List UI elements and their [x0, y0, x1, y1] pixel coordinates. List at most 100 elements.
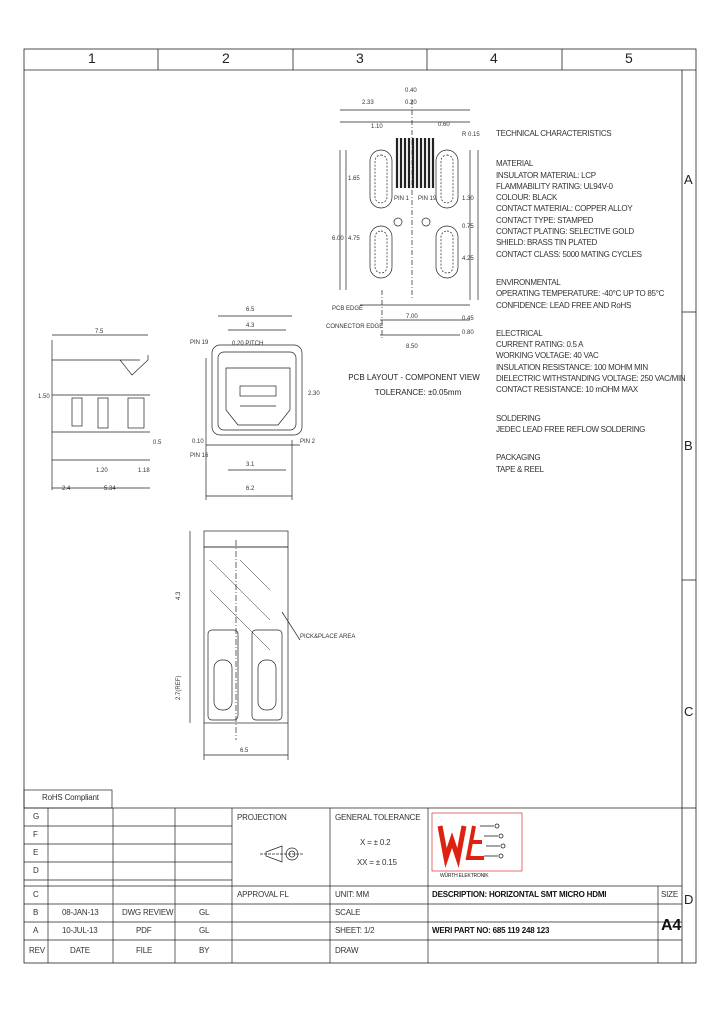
svg-text:0.40: 0.40: [405, 88, 417, 94]
pcb-layout-drawing: [339, 100, 479, 340]
logo-text: WÜRTH ELEKTRONIK: [440, 873, 489, 879]
svg-text:1.30: 1.30: [462, 196, 474, 202]
svg-text:7.00: 7.00: [406, 314, 418, 320]
rev-id: G: [33, 812, 40, 821]
svg-text:CONNECTOR EDGE: CONNECTOR EDGE: [326, 324, 383, 330]
spec-line: CONTACT PLATING: SELECTIVE GOLD: [496, 227, 634, 237]
pcb-tolerance: TOLERANCE: ±0.05mm: [375, 388, 462, 397]
rev-by: GL: [199, 908, 210, 917]
sheet-label: SHEET: 1/2: [335, 926, 375, 935]
draw-label: DRAW: [335, 946, 359, 955]
svg-text:0.20: 0.20: [405, 100, 417, 106]
svg-text:1.65: 1.65: [348, 176, 360, 182]
rev-date: 10-JUL-13: [62, 926, 98, 935]
rohs-label: RoHS Compliant: [42, 793, 99, 802]
rev-by: GL: [199, 926, 210, 935]
tech-title: TECHNICAL CHARACTERISTICS: [496, 129, 612, 138]
tech-section-material: MATERIAL INSULATOR MATERIAL: LCP FLAMMAB…: [496, 158, 711, 260]
svg-text:1.50: 1.50: [38, 394, 50, 400]
spec-line: OPERATING TEMPERATURE: -40°C UP TO 85°C: [496, 289, 665, 299]
svg-text:2.4: 2.4: [62, 486, 71, 492]
svg-text:PICK&PLACE AREA: PICK&PLACE AREA: [300, 634, 355, 640]
section-heading: ELECTRICAL: [496, 328, 543, 338]
spec-line: CONTACT MATERIAL: COPPER ALLOY: [496, 204, 633, 214]
spec-line: CONFIDENCE: LEAD FREE AND RoHS: [496, 300, 632, 310]
svg-text:6.00: 6.00: [332, 236, 344, 242]
svg-text:0.80: 0.80: [462, 330, 474, 336]
spec-line: CONTACT RESISTANCE: 10 mOHM MAX: [496, 385, 638, 395]
rev-date: 08-JAN-13: [62, 908, 99, 917]
size-value: A4: [661, 917, 682, 934]
svg-text:4.3: 4.3: [176, 591, 182, 600]
column-label: 2: [222, 50, 230, 66]
column-label: 5: [625, 50, 633, 66]
rev-id: D: [33, 866, 39, 875]
svg-text:5.34: 5.34: [104, 486, 116, 492]
front-view-labels: 6.5 4.3 3.1 6.2 2.30 0.20 PITCH PIN 19 P…: [190, 307, 320, 492]
row-label: C: [684, 704, 694, 719]
wurth-logo: [431, 812, 523, 872]
svg-text:PCB EDGE: PCB EDGE: [332, 306, 363, 312]
section-heading: SOLDERING: [496, 413, 541, 423]
svg-text:7.5: 7.5: [95, 329, 104, 335]
svg-text:0.45: 0.45: [462, 316, 474, 322]
tolerance-xx: XX = ± 0.15: [357, 858, 397, 867]
spec-line: CONTACT TYPE: STAMPED: [496, 215, 594, 225]
rev-id: F: [33, 830, 38, 839]
spec-line: WORKING VOLTAGE: 40 VAC: [496, 351, 599, 361]
spec-line: INSULATION RESISTANCE: 100 MOHM MIN: [496, 362, 648, 372]
part-number: WERI PART NO: 685 119 248 123: [432, 926, 550, 935]
svg-text:0.5: 0.5: [153, 440, 162, 446]
svg-text:PIN 19: PIN 19: [418, 196, 437, 202]
svg-text:6.5: 6.5: [246, 307, 255, 313]
svg-text:1.18: 1.18: [138, 468, 150, 474]
size-label: SIZE: [661, 890, 678, 899]
scale-label: SCALE: [335, 908, 361, 917]
svg-text:1.10: 1.10: [371, 124, 383, 130]
section-heading: ENVIRONMENTAL: [496, 277, 561, 287]
rev-file: PDF: [136, 926, 152, 935]
column-label: 3: [356, 50, 364, 66]
rev-id: B: [33, 908, 39, 917]
rev-id: C: [33, 890, 39, 899]
svg-text:6.5: 6.5: [240, 748, 249, 754]
rev-header-rev: REV: [29, 946, 45, 955]
svg-text:8.50: 8.50: [406, 344, 418, 350]
spec-line: CONTACT CLASS: 5000 MATING CYCLES: [496, 249, 642, 259]
side-view-drawing: [51, 334, 150, 490]
approval-label: APPROVAL FL: [237, 890, 289, 899]
spec-line: FLAMMABILITY RATING: UL94V-0: [496, 181, 613, 191]
svg-text:1.20: 1.20: [96, 468, 108, 474]
projection-label: PROJECTION: [237, 813, 287, 822]
svg-text:PIN 2: PIN 2: [300, 439, 316, 445]
rev-header-by: BY: [199, 946, 210, 955]
top-view-labels: 4.3 2.7(REF) 6.5 PICK&PLACE AREA: [176, 591, 355, 754]
tolerance-x: X = ± 0.2: [360, 838, 391, 847]
svg-text:2.30: 2.30: [308, 391, 320, 397]
tech-section-electrical: ELECTRICAL CURRENT RATING: 0.5 A WORKING…: [496, 328, 711, 396]
rev-header-file: FILE: [136, 946, 153, 955]
tech-section-packaging: PACKAGING TAPE & REEL: [496, 452, 711, 475]
svg-text:PIN 16: PIN 16: [190, 453, 209, 459]
projection-symbol: [260, 845, 304, 863]
svg-text:6.2: 6.2: [246, 486, 255, 492]
svg-text:4.75: 4.75: [348, 236, 360, 242]
svg-text:2.33: 2.33: [362, 100, 374, 106]
rev-id: E: [33, 848, 39, 857]
svg-text:3.1: 3.1: [246, 462, 255, 468]
column-label: 4: [490, 50, 498, 66]
spec-line: INSULATOR MATERIAL: LCP: [496, 170, 596, 180]
rev-header-date: DATE: [70, 946, 90, 955]
svg-text:2.7(REF): 2.7(REF): [176, 676, 182, 700]
spec-line: CURRENT RATING: 0.5 A: [496, 340, 584, 350]
svg-text:0.20 PITCH: 0.20 PITCH: [232, 341, 263, 347]
section-heading: PACKAGING: [496, 453, 541, 463]
spec-line: DIELECTRIC WITHSTANDING VOLTAGE: 250 VAC…: [496, 374, 686, 384]
rev-file: DWG REVIEW: [122, 908, 174, 917]
unit-label: UNIT: MM: [335, 890, 369, 899]
svg-text:R 0.15: R 0.15: [462, 132, 480, 138]
technical-characteristics: TECHNICAL CHARACTERISTICS MATERIAL INSUL…: [496, 128, 711, 475]
description-label: DESCRIPTION: HORIZONTAL SMT MICRO HDMI: [432, 890, 607, 899]
general-tolerance-label: GENERAL TOLERANCE: [335, 813, 421, 822]
